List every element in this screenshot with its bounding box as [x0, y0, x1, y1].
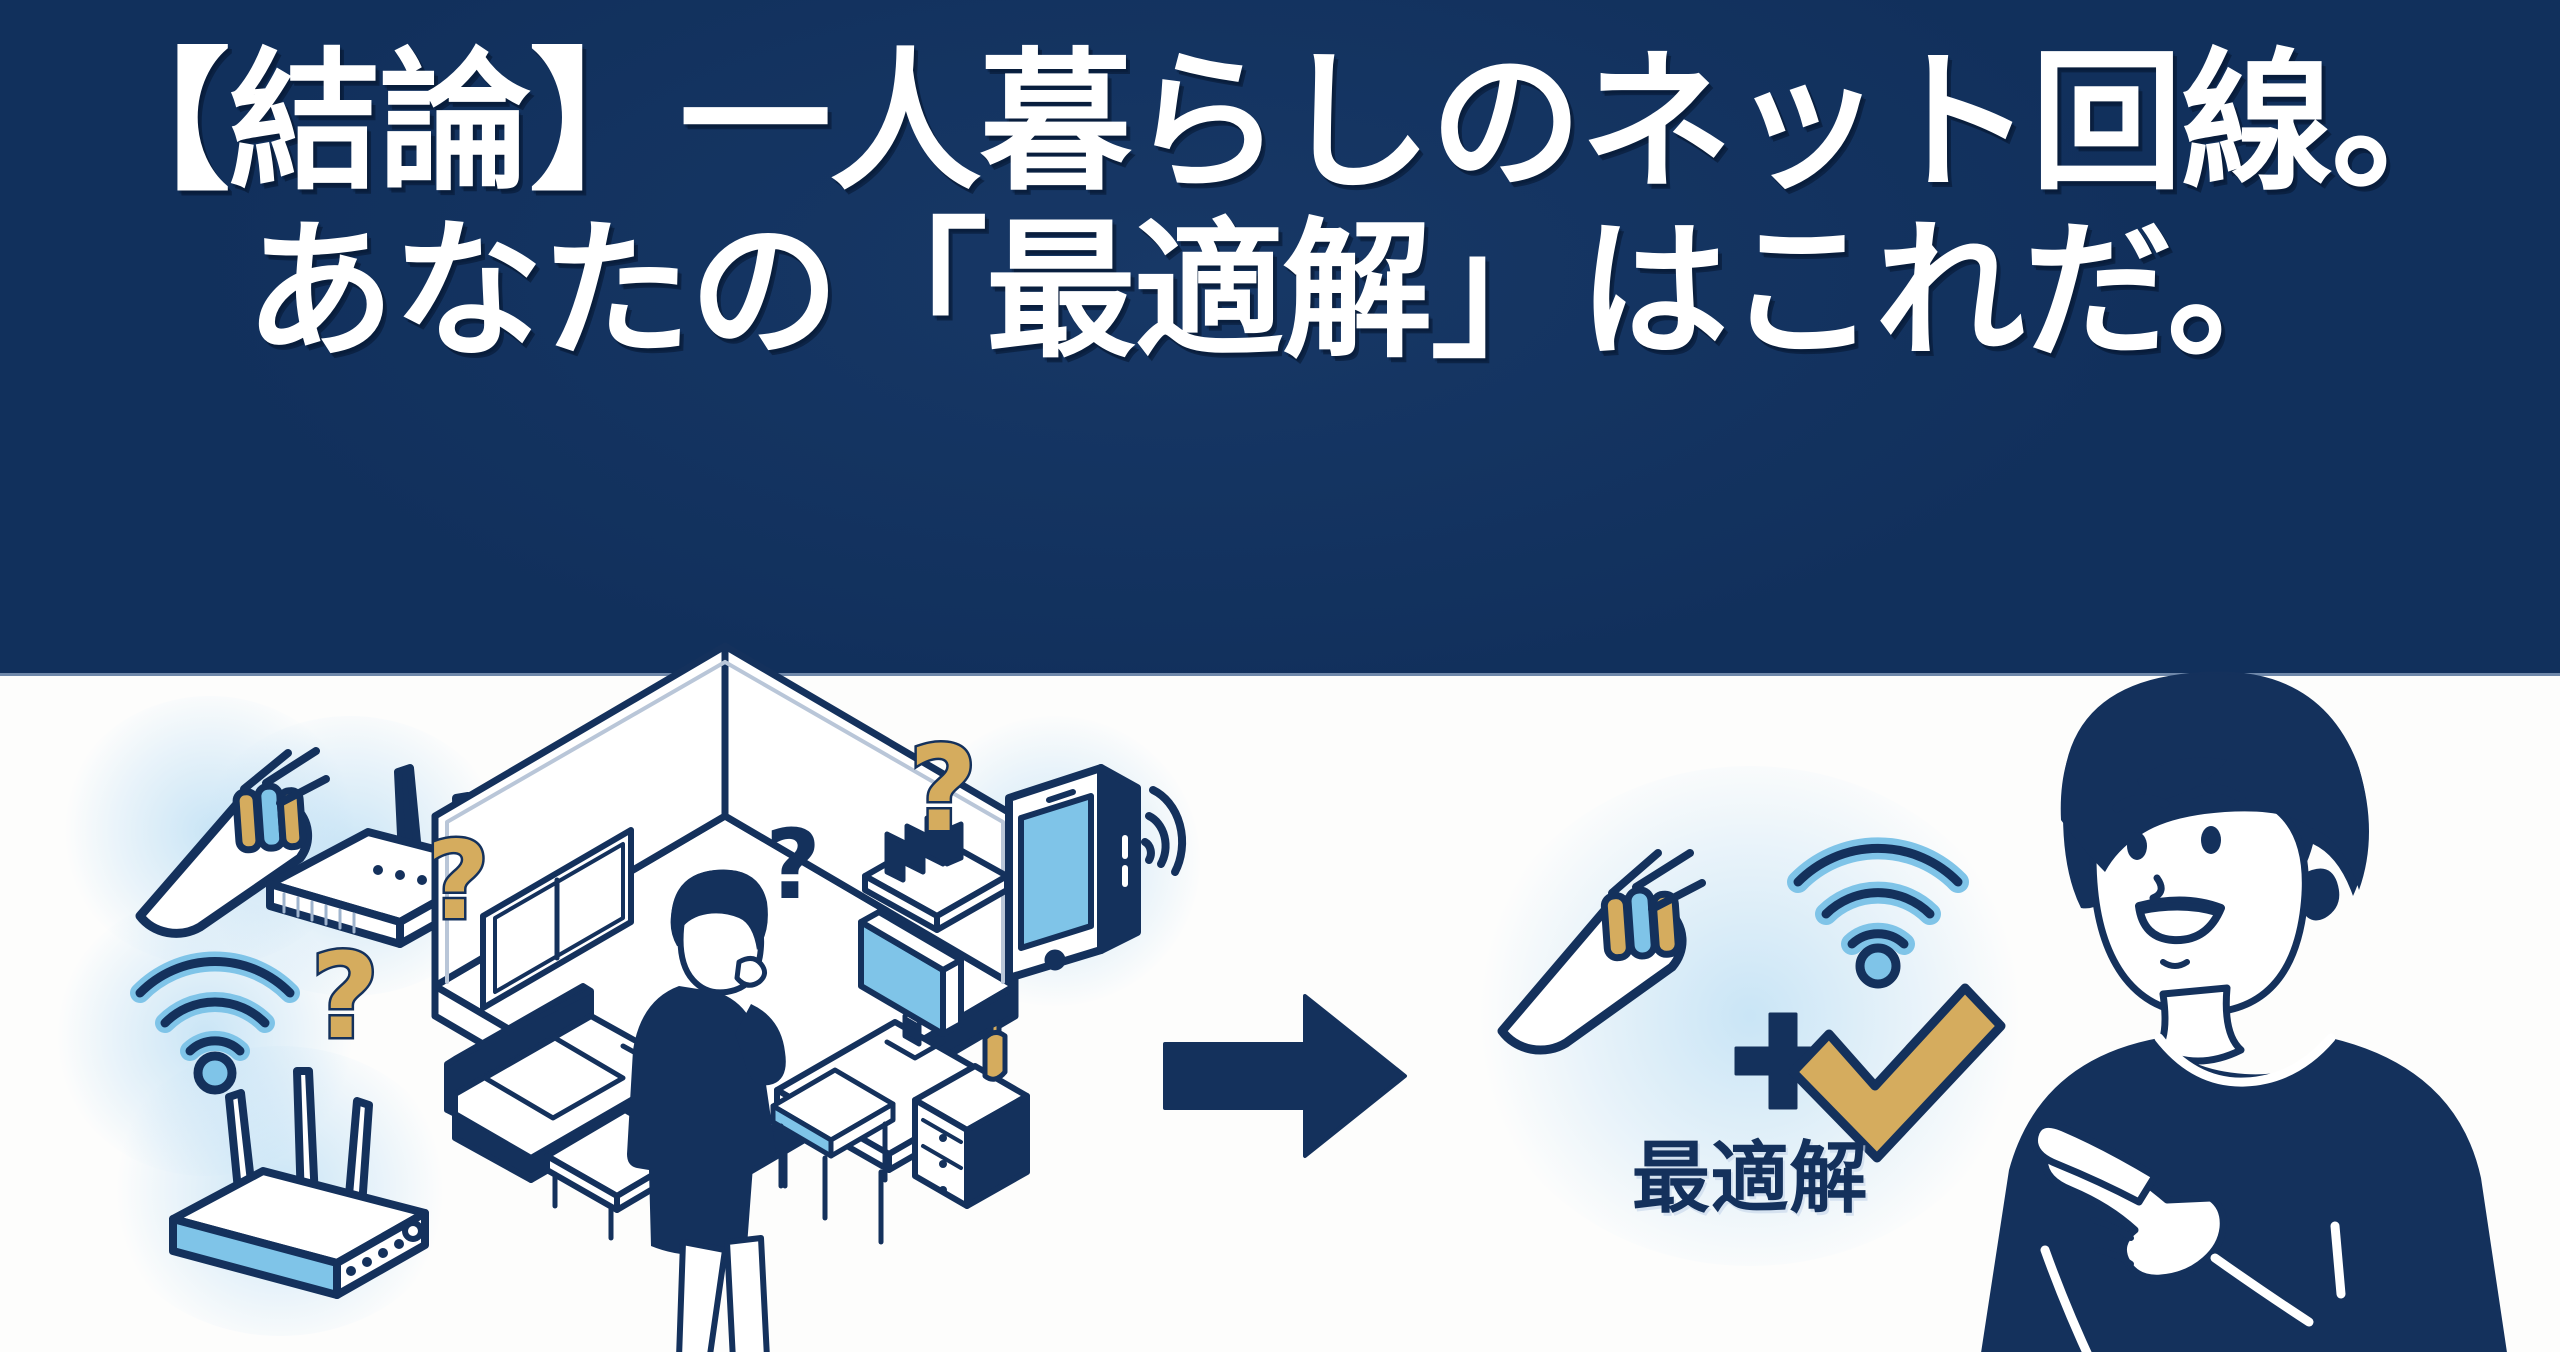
right-arrow-icon [1155, 976, 1415, 1176]
question-mark-3: ? [418, 817, 498, 948]
best-answer-label: 最適解 [1631, 1134, 1869, 1224]
wifi-signal-icon [120, 931, 310, 1095]
smartphone-icon [985, 744, 1205, 1004]
title-stack: 【結論】一人暮らしのネット回線。 あなたの「最適解」はこれだ。 [0, 42, 2560, 372]
isometric-room-illustration: ? [395, 642, 1055, 1352]
svg-text:?: ? [765, 809, 821, 921]
page-title-line-1: 【結論】一人暮らしのネット回線。 [78, 34, 2484, 211]
svg-text:?: ? [427, 819, 490, 944]
solution-fiber-optic-cable-icon [1480, 831, 1730, 1061]
pointing-man-illustration [1915, 606, 2560, 1352]
wifi-router-alt-icon [155, 1067, 455, 1321]
illustration-stage: ? ? [0, 642, 2560, 1352]
plus-sign-icon [1728, 1006, 1838, 1116]
solution-wifi-signal-icon [1780, 816, 1980, 989]
title-banner: 【結論】一人暮らしのネット回線。 あなたの「最適解」はこれだ。 [0, 0, 2560, 676]
question-mark-2: ? [300, 925, 390, 1071]
checkmark-icon [1775, 976, 2015, 1166]
svg-text:?: ? [909, 720, 977, 858]
page-title-line-2: あなたの「最適解」はこれだ。 [244, 205, 2317, 380]
svg-text:?: ? [311, 927, 379, 1065]
question-mark-4: ? [898, 718, 988, 864]
fiber-optic-cable-icon [120, 731, 350, 941]
